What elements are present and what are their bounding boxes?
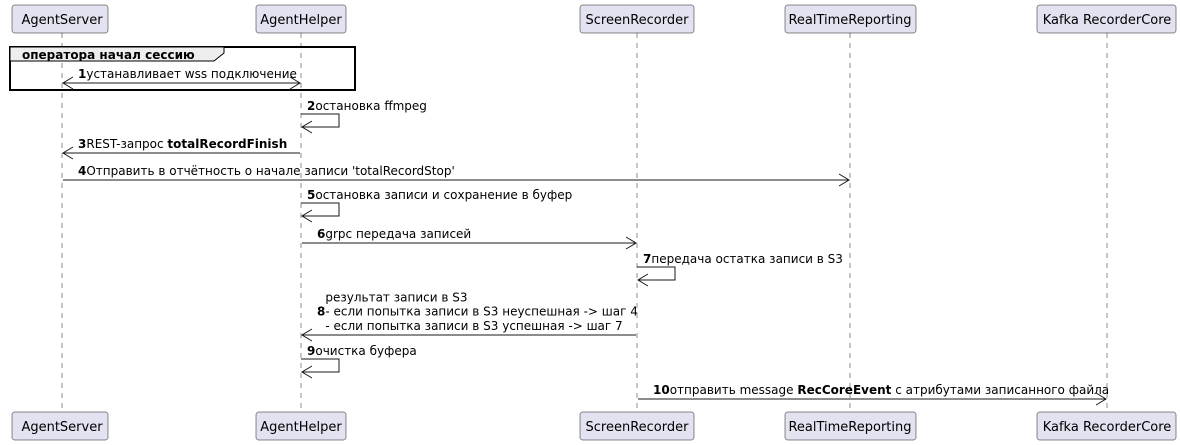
message-number: 2	[307, 99, 315, 113]
participant-box	[11, 4, 109, 34]
participant-kafka-top: Kafka RecorderCore	[1036, 4, 1177, 34]
message-text-run: очистка буфера	[315, 344, 416, 358]
arrowhead	[637, 273, 649, 287]
participant-box	[255, 411, 347, 441]
arrowhead	[301, 209, 313, 223]
participant-box	[1036, 4, 1177, 34]
message-number: 4	[78, 164, 86, 178]
group-frame: оператора начал сессию	[9, 46, 356, 91]
arrowhead	[838, 173, 850, 187]
arrowhead	[1095, 392, 1107, 406]
message-text-run: Отправить в отчётность о начале записи '…	[86, 164, 454, 178]
arrowhead	[301, 120, 313, 134]
arrowhead	[289, 76, 301, 90]
self-arrow-line	[637, 266, 676, 281]
message-text: grpc передача записей	[325, 227, 471, 241]
message-text-run: RecCoreEvent	[797, 383, 891, 397]
self-arrow-line	[301, 113, 340, 128]
participant-label: Kafka RecorderCore	[1043, 13, 1172, 28]
participant-label: RealTimeReporting	[788, 420, 911, 435]
arrowhead	[625, 236, 637, 250]
arrowhead	[62, 146, 74, 160]
participant-agent_server-top: AgentServer	[11, 4, 109, 34]
message-number: 10	[653, 383, 670, 397]
message-text-run: результат записи в S3	[325, 290, 467, 304]
message-number: 1	[78, 67, 86, 81]
participant-label: ScreenRecorder	[586, 13, 690, 28]
participant-label: RealTimeReporting	[788, 13, 911, 28]
arrowhead	[62, 76, 74, 90]
participant-label: AgentHelper	[260, 13, 342, 28]
participant-label: AgentServer	[21, 420, 103, 435]
self-arrow-line	[301, 358, 340, 373]
message-text: устанавливает wss подключение	[86, 67, 297, 81]
participant-kafka-bottom: Kafka RecorderCore	[1036, 411, 1177, 441]
message-text-run: - если попытка записи в S3 неуспешная ->…	[325, 305, 638, 319]
message-number: 5	[307, 188, 315, 202]
message-text-run: остановка записи и сохранение в буфер	[315, 188, 572, 202]
message-text-run: totalRecordFinish	[167, 137, 287, 151]
message-text-run: - если попытка записи в S3 успешная -> ш…	[325, 319, 622, 333]
message-text-run: REST-запрос	[86, 137, 167, 151]
self-arrow-line	[301, 202, 340, 217]
participant-box	[255, 4, 347, 34]
participant-box	[784, 411, 917, 441]
message-text: остановка записи и сохранение в буфер	[315, 188, 572, 202]
group-title: оператора начал сессию	[22, 48, 195, 62]
message-text-run: с атрибутами записанного файла	[891, 383, 1109, 397]
message-number: 6	[317, 227, 325, 241]
message-text: отправить message RecCoreEvent с атрибут…	[670, 383, 1109, 397]
participant-box	[11, 411, 109, 441]
participant-agent_helper-bottom: AgentHelper	[255, 411, 347, 441]
arrowhead	[301, 365, 313, 379]
message-text: остановка ffmpeg	[315, 99, 427, 113]
message-number: 9	[307, 344, 315, 358]
participant-agent_server-bottom: AgentServer	[11, 411, 109, 441]
message-text: Отправить в отчётность о начале записи '…	[86, 164, 454, 178]
participant-box	[579, 411, 695, 441]
participant-agent_helper-top: AgentHelper	[255, 4, 347, 34]
message-text-run: grpc передача записей	[325, 227, 471, 241]
participant-rt_reporting-bottom: RealTimeReporting	[784, 411, 917, 441]
message-text: очистка буфера	[315, 344, 416, 358]
message-number: 8	[317, 305, 325, 319]
message-text-run: устанавливает wss подключение	[86, 67, 297, 81]
participant-label: AgentServer	[21, 13, 103, 28]
participant-box	[784, 4, 917, 34]
message-text: - если попытка записи в S3 неуспешная ->…	[325, 305, 638, 319]
message-text-run: отправить message	[670, 383, 798, 397]
participant-screen_recorder-bottom: ScreenRecorder	[579, 411, 695, 441]
participant-box	[579, 4, 695, 34]
message-text: REST-запрос totalRecordFinish	[86, 137, 287, 151]
arrowhead	[301, 328, 313, 342]
message-text: - если попытка записи в S3 успешная -> ш…	[325, 319, 622, 333]
participant-label: Kafka RecorderCore	[1043, 420, 1172, 435]
message-text: результат записи в S3	[325, 290, 467, 304]
participant-label: ScreenRecorder	[586, 420, 690, 435]
message-text: передача остатка записи в S3	[651, 252, 843, 266]
message-text-run: остановка ffmpeg	[315, 99, 427, 113]
message-number: 7	[643, 252, 651, 266]
message-number: 3	[78, 137, 86, 151]
message-text-run: передача остатка записи в S3	[651, 252, 843, 266]
participant-rt_reporting-top: RealTimeReporting	[784, 4, 917, 34]
participant-label: AgentHelper	[260, 420, 342, 435]
participant-box	[1036, 411, 1177, 441]
participant-screen_recorder-top: ScreenRecorder	[579, 4, 695, 34]
group-tab	[9, 46, 225, 62]
